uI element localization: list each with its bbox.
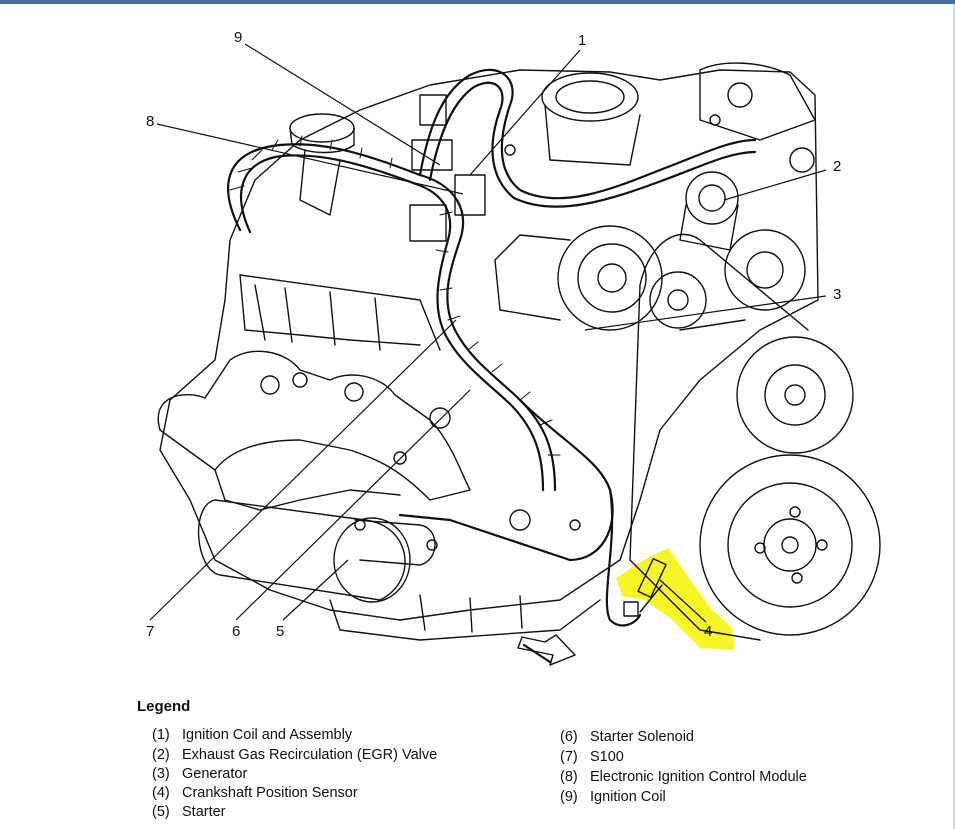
- legend-item-2: (2) Exhaust Gas Recirculation (EGR) Valve: [152, 747, 437, 764]
- legend-item-text: Crankshaft Position Sensor: [182, 785, 358, 801]
- legend-item-text: S100: [590, 749, 624, 765]
- legend-item-number: (5): [152, 804, 170, 820]
- throttle-body: [541, 72, 639, 122]
- legend-item-text: Ignition Coil: [590, 789, 666, 805]
- legend-item-4: (4) Crankshaft Position Sensor: [152, 785, 358, 802]
- wiring-harness-left: [227, 143, 557, 492]
- legend-item-5: (5) Starter: [152, 804, 226, 821]
- legend-item-9: (9) Ignition Coil: [560, 789, 666, 806]
- callout-3: 3: [833, 286, 842, 303]
- callout-2: 2: [833, 158, 842, 175]
- callout-1: 1: [578, 32, 587, 49]
- power-steering-pulley: [736, 336, 854, 454]
- sensor-highlight: [616, 548, 734, 650]
- generator: [557, 225, 663, 331]
- legend-item-text: Starter Solenoid: [590, 729, 694, 745]
- leader-lines: [149, 43, 827, 623]
- water-pump-pulley: [724, 229, 806, 311]
- legend-item-text: Electronic Ignition Control Module: [590, 769, 807, 785]
- window-top-bar: [0, 0, 955, 4]
- callout-4: 4: [704, 623, 713, 640]
- callout-8: 8: [146, 113, 155, 130]
- starter-motor: [197, 499, 406, 601]
- legend-item-3: (3) Generator: [152, 766, 247, 783]
- ignition-control-module: [454, 174, 486, 216]
- callout-7: 7: [146, 623, 155, 640]
- callout-5: 5: [276, 623, 285, 640]
- oil-fill-cap: [289, 113, 355, 143]
- legend-item-text: Generator: [182, 766, 248, 782]
- idler-pulley: [649, 271, 707, 329]
- legend-item-number: (1): [152, 727, 170, 743]
- legend-item-number: (2): [152, 747, 170, 763]
- legend-item-number: (3): [152, 766, 170, 782]
- legend-item-8: (8) Electronic Ignition Control Module: [560, 769, 807, 786]
- legend-item-number: (4): [152, 785, 170, 801]
- legend-item-text: Ignition Coil and Assembly: [182, 727, 353, 743]
- legend-item-number: (8): [560, 769, 578, 785]
- callout-9: 9: [234, 29, 243, 46]
- legend-item-6: (6) Starter Solenoid: [560, 729, 694, 746]
- egr-valve: [685, 171, 739, 225]
- legend-item-text: Starter: [182, 804, 226, 820]
- ignition-coil: [411, 139, 453, 171]
- legend-item-7: (7) S100: [560, 749, 624, 766]
- exhaust-manifold: [157, 350, 471, 501]
- starter-solenoid: [354, 519, 436, 566]
- front-direction-arrow: [517, 634, 576, 666]
- legend-item-1: (1) Ignition Coil and Assembly: [152, 727, 352, 744]
- legend-item-text: Exhaust Gas Recirculation (EGR) Valve: [182, 747, 438, 763]
- window-right-edge: [953, 4, 955, 829]
- legend-item-number: (6): [560, 729, 578, 745]
- wiring-harness-top: [418, 68, 757, 200]
- legend-title: Legend: [137, 698, 191, 715]
- legend-item-number: (9): [560, 789, 578, 805]
- crankshaft-pulley: [699, 454, 881, 636]
- drive-belt: [629, 233, 809, 641]
- engine-block-outline: [159, 69, 819, 621]
- crankshaft-position-sensor: [637, 558, 667, 598]
- legend-item-number: (7): [560, 749, 578, 765]
- callout-6: 6: [232, 623, 241, 640]
